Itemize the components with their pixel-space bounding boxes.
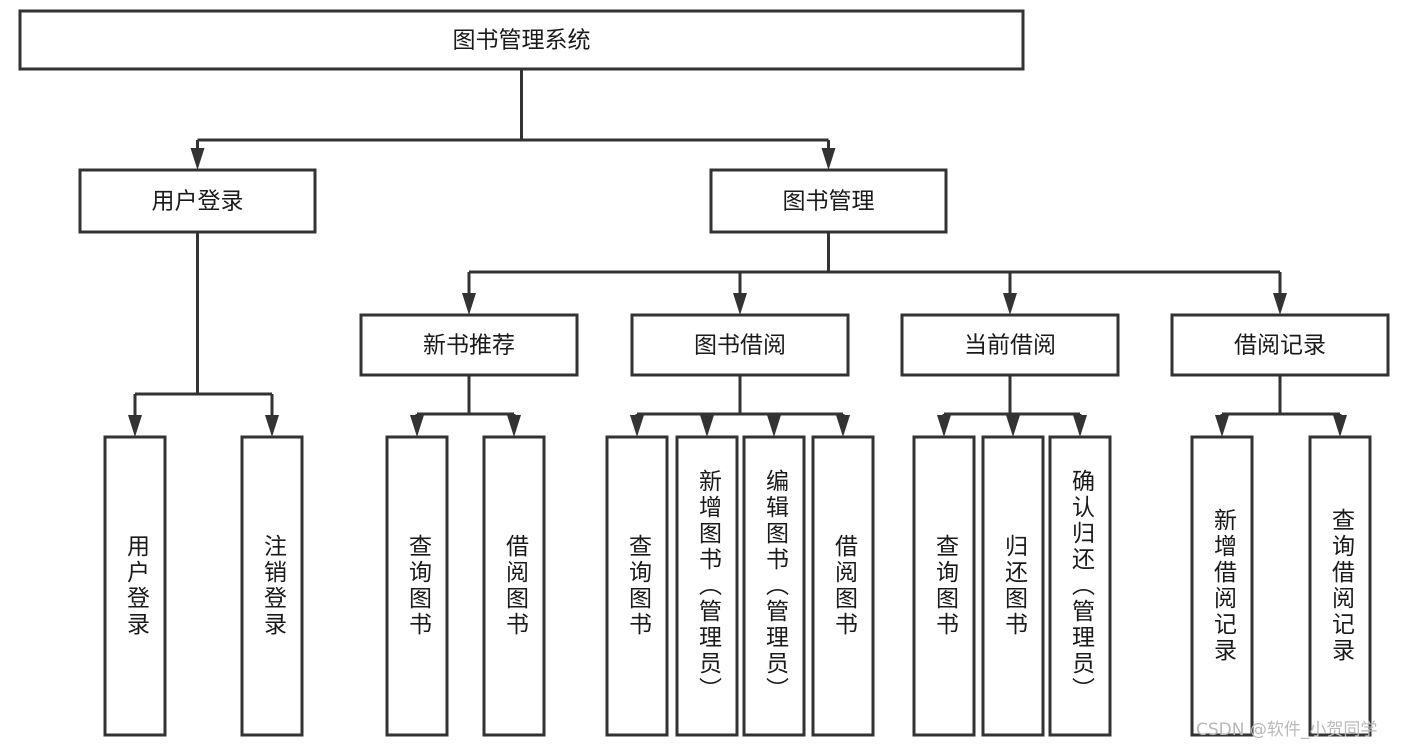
arrow-head-icon-tier3-1 — [733, 293, 747, 315]
arrow-head-icon-tier2-0 — [190, 148, 205, 170]
arrow-head-icon-tier3-3 — [1273, 293, 1287, 315]
watermark-text: CSDN @软件_小贺同学 — [1196, 720, 1378, 740]
node-tier3-box-0[interactable] — [359, 313, 579, 377]
node-leaf-box-8[interactable] — [912, 435, 976, 737]
arrow-head-icon-tier2-1 — [821, 148, 836, 170]
node-leaf-box-2[interactable] — [385, 435, 449, 737]
node-tier3-box-3[interactable] — [1170, 313, 1390, 377]
arrow-head-icon-leaf-11 — [1215, 415, 1229, 437]
node-tier2-label-1: 图书管理 — [783, 189, 875, 215]
node-leaf-box-3[interactable] — [482, 435, 546, 737]
node-tier2-label-0: 用户登录 — [152, 189, 244, 215]
node-tier3-label-3: 借阅记录 — [1234, 333, 1326, 359]
arrow-head-icon-leaf-9 — [1006, 415, 1020, 437]
node-tier3-box-2[interactable] — [900, 313, 1120, 377]
arrow-head-icon-leaf-1 — [265, 415, 279, 437]
arrow-head-icon-leaf-10 — [1073, 415, 1087, 437]
arrow-head-icon-leaf-0 — [128, 415, 142, 437]
arrow-head-icon-leaf-5 — [700, 415, 714, 437]
node-leaf-box-7[interactable] — [811, 435, 875, 737]
arrow-head-icon-leaf-2 — [410, 415, 424, 437]
node-tier2-box-1[interactable] — [709, 168, 948, 234]
edges-layer — [128, 69, 1347, 437]
node-leaf-box-6[interactable] — [742, 435, 806, 737]
arrow-head-icon-leaf-6 — [767, 415, 781, 437]
nodes-layer — [18, 9, 1390, 737]
node-leaf-box-11[interactable] — [1190, 435, 1254, 737]
node-leaf-box-5[interactable] — [675, 435, 739, 737]
node-leaf-box-4[interactable] — [605, 435, 669, 737]
node-tier2-box-0[interactable] — [78, 168, 317, 234]
arrow-head-icon-leaf-4 — [630, 415, 644, 437]
arrow-head-icon-tier3-0 — [462, 293, 476, 315]
node-tier3-label-0: 新书推荐 — [423, 333, 515, 359]
node-tier3-label-2: 当前借阅 — [964, 333, 1056, 359]
arrow-head-icon-tier3-2 — [1003, 293, 1017, 315]
arrow-head-icon-leaf-3 — [507, 415, 521, 437]
node-root-box[interactable] — [18, 9, 1025, 71]
node-tier3-label-1: 图书借阅 — [694, 333, 786, 359]
arrow-head-icon-leaf-12 — [1333, 415, 1347, 437]
node-tier3-box-1[interactable] — [630, 313, 850, 377]
arrow-head-icon-leaf-8 — [937, 415, 951, 437]
node-leaf-box-0[interactable] — [103, 435, 167, 737]
node-leaf-box-12[interactable] — [1308, 435, 1372, 737]
node-leaf-box-1[interactable] — [240, 435, 304, 737]
arrow-head-icon-leaf-7 — [836, 415, 850, 437]
node-leaf-box-9[interactable] — [981, 435, 1045, 737]
node-root-label: 图书管理系统 — [453, 28, 591, 54]
node-leaf-box-10[interactable] — [1048, 435, 1112, 737]
